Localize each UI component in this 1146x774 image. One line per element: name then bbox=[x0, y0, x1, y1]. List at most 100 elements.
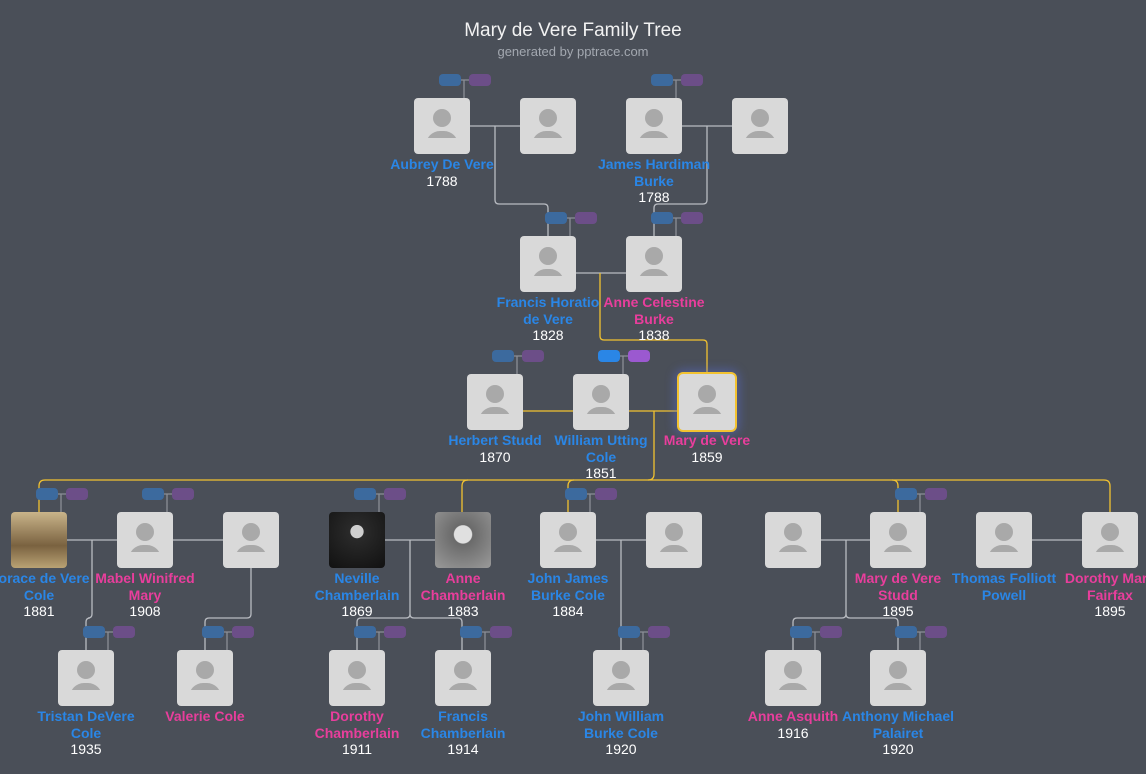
person-card[interactable] bbox=[732, 98, 788, 154]
person-birth-year: 1869 bbox=[341, 603, 373, 619]
expand-father-button[interactable] bbox=[492, 350, 514, 362]
person-card[interactable] bbox=[177, 650, 233, 706]
expand-father-button[interactable] bbox=[790, 626, 812, 638]
person-name[interactable]: John James Burke Cole bbox=[527, 570, 609, 603]
person-birth-year: 1788 bbox=[638, 189, 670, 205]
person-name[interactable]: Aubrey De Vere bbox=[390, 156, 494, 172]
expand-father-button[interactable] bbox=[598, 350, 620, 362]
person-card[interactable] bbox=[593, 650, 649, 706]
person-card[interactable] bbox=[626, 236, 682, 292]
person-birth-year: 1908 bbox=[129, 603, 161, 619]
person-name[interactable]: John William Burke Cole bbox=[577, 708, 665, 741]
expand-mother-button[interactable] bbox=[925, 626, 947, 638]
person-card[interactable] bbox=[765, 650, 821, 706]
expand-father-button[interactable] bbox=[354, 626, 376, 638]
expand-father-button[interactable] bbox=[651, 74, 673, 86]
person-card[interactable] bbox=[540, 512, 596, 568]
person-name[interactable]: Anne Asquith bbox=[747, 708, 839, 724]
expand-father-button[interactable] bbox=[36, 488, 58, 500]
person-name[interactable]: Tristan DeVere Cole bbox=[37, 708, 135, 741]
avatar-placeholder-icon bbox=[136, 523, 154, 541]
expand-mother-button[interactable] bbox=[469, 74, 491, 86]
expand-father-button[interactable] bbox=[618, 626, 640, 638]
connector-line bbox=[653, 125, 732, 236]
person-card[interactable] bbox=[646, 512, 702, 568]
person-card[interactable] bbox=[329, 650, 385, 706]
person-card[interactable] bbox=[870, 650, 926, 706]
person-card[interactable] bbox=[626, 98, 682, 154]
avatar-placeholder-icon bbox=[447, 683, 479, 690]
person-name[interactable]: James Hardiman Burke bbox=[597, 156, 711, 189]
expand-mother-button[interactable] bbox=[490, 626, 512, 638]
person-name[interactable]: Horace de Vere Cole bbox=[0, 570, 90, 603]
person-card[interactable] bbox=[58, 650, 114, 706]
person-name[interactable]: Francis Chamberlain bbox=[420, 708, 506, 741]
person-name[interactable]: Anthony Michael Palairet bbox=[841, 708, 954, 741]
person-name[interactable]: Valerie Cole bbox=[165, 708, 245, 724]
person-name[interactable]: Thomas Folliott Powell bbox=[951, 570, 1057, 603]
expand-mother-button[interactable] bbox=[575, 212, 597, 224]
expand-father-button[interactable] bbox=[460, 626, 482, 638]
expand-father-button[interactable] bbox=[202, 626, 224, 638]
expand-father-button[interactable] bbox=[354, 488, 376, 500]
person-card[interactable] bbox=[520, 98, 576, 154]
person-name[interactable]: Francis Horatio de Vere bbox=[496, 294, 600, 327]
person-card[interactable] bbox=[765, 512, 821, 568]
person-card-selected[interactable] bbox=[679, 374, 735, 430]
person-card[interactable] bbox=[870, 512, 926, 568]
person-card[interactable] bbox=[1082, 512, 1138, 568]
expand-mother-button[interactable] bbox=[522, 350, 544, 362]
person-name[interactable]: Dorothy Chamberlain bbox=[314, 708, 400, 741]
expand-father-button[interactable] bbox=[895, 488, 917, 500]
person-card[interactable] bbox=[117, 512, 173, 568]
person-name[interactable]: William Utting Cole bbox=[554, 432, 648, 465]
expand-father-button[interactable] bbox=[895, 626, 917, 638]
person-name[interactable]: Anne Chamberlain bbox=[420, 570, 506, 603]
person-photo[interactable] bbox=[11, 512, 67, 568]
avatar-placeholder-icon bbox=[1101, 523, 1119, 541]
person-name[interactable]: Mabel Winifred Mary bbox=[95, 570, 195, 603]
avatar-placeholder-icon bbox=[532, 269, 564, 276]
expand-mother-button[interactable] bbox=[628, 350, 650, 362]
expand-mother-button[interactable] bbox=[384, 488, 406, 500]
person-card[interactable] bbox=[223, 512, 279, 568]
person-card[interactable] bbox=[435, 650, 491, 706]
expand-mother-button[interactable] bbox=[113, 626, 135, 638]
expand-father-button[interactable] bbox=[565, 488, 587, 500]
expand-father-button[interactable] bbox=[83, 626, 105, 638]
avatar-placeholder-icon bbox=[744, 131, 776, 138]
person-name[interactable]: Dorothy Mary Fairfax bbox=[1064, 570, 1146, 603]
person-card[interactable] bbox=[467, 374, 523, 430]
person-card[interactable] bbox=[414, 98, 470, 154]
person-name[interactable]: Mary de Vere Studd bbox=[854, 570, 942, 603]
person-card[interactable] bbox=[976, 512, 1032, 568]
expand-father-button[interactable] bbox=[545, 212, 567, 224]
person-name[interactable]: Neville Chamberlain bbox=[314, 570, 400, 603]
expand-mother-button[interactable] bbox=[595, 488, 617, 500]
pill-stem bbox=[376, 493, 384, 512]
expand-father-button[interactable] bbox=[142, 488, 164, 500]
expand-father-button[interactable] bbox=[439, 74, 461, 86]
pill-stem bbox=[164, 493, 172, 512]
person-card[interactable] bbox=[573, 374, 629, 430]
expand-mother-button[interactable] bbox=[925, 488, 947, 500]
expand-mother-button[interactable] bbox=[384, 626, 406, 638]
person-birth-year: 1914 bbox=[447, 741, 479, 757]
expand-mother-button[interactable] bbox=[820, 626, 842, 638]
expand-mother-button[interactable] bbox=[648, 626, 670, 638]
person-name[interactable]: Mary de Vere bbox=[663, 432, 751, 448]
expand-mother-button[interactable] bbox=[172, 488, 194, 500]
person-name[interactable]: Anne Celestine Burke bbox=[603, 294, 705, 327]
person-photo[interactable] bbox=[435, 512, 491, 568]
person-name[interactable]: Herbert Studd bbox=[448, 432, 542, 448]
expand-mother-button[interactable] bbox=[681, 74, 703, 86]
person-card[interactable] bbox=[520, 236, 576, 292]
person-photo[interactable] bbox=[329, 512, 385, 568]
expand-father-button[interactable] bbox=[651, 212, 673, 224]
expand-mother-button[interactable] bbox=[66, 488, 88, 500]
expand-mother-button[interactable] bbox=[681, 212, 703, 224]
avatar-placeholder-icon bbox=[605, 683, 637, 690]
expand-mother-button[interactable] bbox=[232, 626, 254, 638]
